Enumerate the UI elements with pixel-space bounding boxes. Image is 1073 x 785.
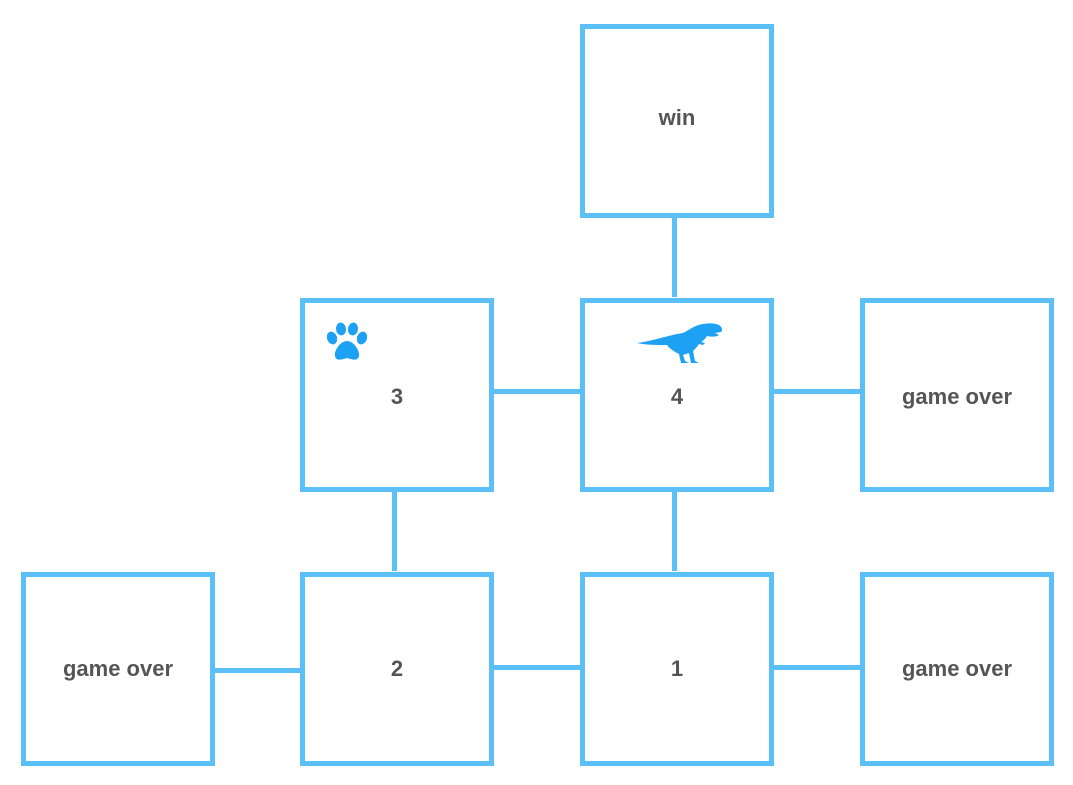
room-3[interactable]: 3: [300, 298, 494, 492]
room-label: win: [658, 105, 696, 130]
connector-2-1: [491, 665, 580, 670]
connector-4-gameover: [771, 389, 860, 394]
room-label: 2: [390, 656, 404, 681]
room-label: game over: [62, 656, 174, 681]
room-game-over-left[interactable]: game over: [21, 572, 215, 766]
room-label: 4: [670, 384, 684, 409]
connector-4-1: [672, 488, 677, 571]
connector-3-2: [392, 488, 397, 571]
room-game-over-right[interactable]: game over: [860, 298, 1054, 492]
room-label: 3: [390, 384, 404, 409]
connector-1-gameover: [771, 665, 860, 670]
room-win[interactable]: win: [580, 24, 774, 218]
room-label: game over: [901, 384, 1013, 409]
connector-gameover-2: [211, 668, 300, 673]
room-1[interactable]: 1: [580, 572, 774, 766]
room-label: game over: [901, 656, 1013, 681]
dinosaur-icon: [637, 323, 723, 363]
room-4[interactable]: 4: [580, 298, 774, 492]
room-game-over-bottom-right[interactable]: game over: [860, 572, 1054, 766]
room-label: 1: [670, 656, 684, 681]
paw-icon: [326, 322, 368, 360]
connector-3-4: [491, 389, 580, 394]
room-2[interactable]: 2: [300, 572, 494, 766]
connector-win-4: [672, 214, 677, 297]
